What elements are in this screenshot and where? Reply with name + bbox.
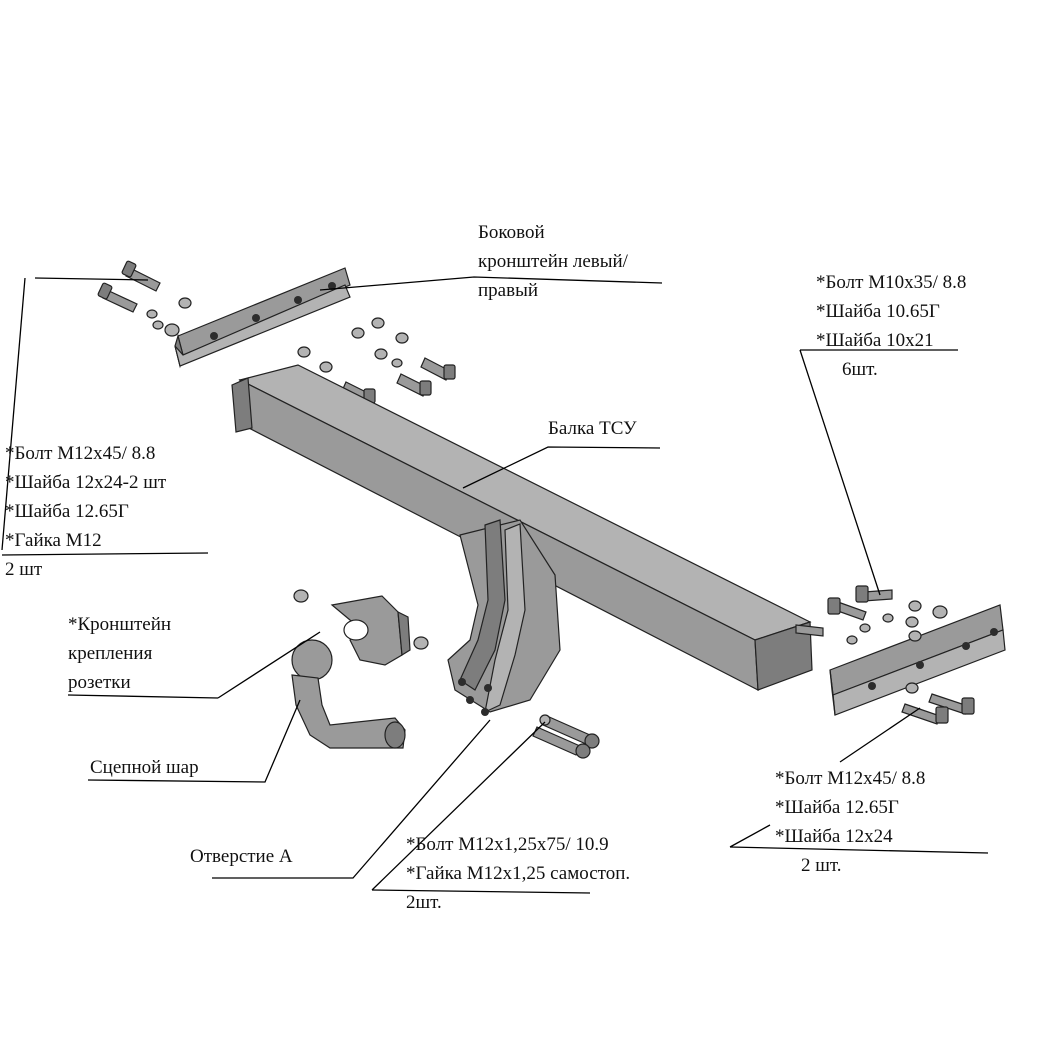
label-line: *Болт М12х45/ 8.8 xyxy=(5,443,156,464)
label-right-top-fasteners: *Болт М10х35/ 8.8 *Шайба 10.65Г *Шайба 1… xyxy=(816,268,966,384)
label-line: *Болт М12х1,25х75/ 10.9 xyxy=(406,834,609,855)
label-line: *Гайка М12 xyxy=(5,530,102,551)
right-fasteners xyxy=(795,585,975,725)
label-line: 2шт. xyxy=(406,892,442,913)
upper-middle-fasteners xyxy=(297,317,456,405)
label-line: крепления xyxy=(68,643,153,664)
label-line: *Шайба 12.65Г xyxy=(5,501,129,522)
label-side-bracket: Боковой кронштейн левый/ правый xyxy=(478,218,628,305)
label-socket-bracket: *Кронштейн крепления розетки xyxy=(68,610,171,697)
label-line: *Шайба 12х24-2 шт xyxy=(5,472,167,493)
leader-lines xyxy=(1,276,989,894)
center-bolts xyxy=(532,714,600,759)
label-line: Отверстие А xyxy=(190,846,293,867)
label-hitch-ball: Сцепной шар xyxy=(90,753,199,782)
hitch-ball xyxy=(291,639,406,749)
label-line: розетки xyxy=(68,672,131,693)
right-side-bracket-plate xyxy=(829,604,1006,716)
label-line: 2 шт xyxy=(5,559,43,580)
ball-mount-brackets xyxy=(447,519,561,716)
label-hole-a: Отверстие А xyxy=(190,842,293,871)
label-line: Боковой xyxy=(478,222,545,243)
label-line: *Шайба 12.65Г xyxy=(775,797,899,818)
label-left-fasteners: *Болт М12х45/ 8.8 *Шайба 12х24-2 шт *Шай… xyxy=(5,439,166,584)
label-line: 2 шт. xyxy=(801,855,842,876)
label-line: *Шайба 12х24 xyxy=(775,826,893,847)
label-beam: Балка ТСУ xyxy=(548,414,637,443)
label-right-bottom-fasteners: *Болт М12х45/ 8.8 *Шайба 12.65Г *Шайба 1… xyxy=(775,764,925,880)
label-line: Балка ТСУ xyxy=(548,418,637,439)
label-line: *Кронштейн xyxy=(68,614,172,635)
label-line: *Болт М12х45/ 8.8 xyxy=(775,768,926,789)
label-line: *Шайба 10х21 xyxy=(816,330,934,351)
label-line: правый xyxy=(478,280,539,301)
label-line: *Шайба 10.65Г xyxy=(816,301,940,322)
label-line: Сцепной шар xyxy=(90,757,199,778)
label-line: *Гайка М12х1,25 самостоп. xyxy=(406,863,631,884)
label-line: 6шт. xyxy=(842,359,878,380)
left-bolts xyxy=(97,260,192,337)
label-center-fasteners: *Болт М12х1,25х75/ 10.9 *Гайка М12х1,25 … xyxy=(406,830,630,917)
socket-bracket xyxy=(293,589,429,666)
left-side-bracket-plate xyxy=(174,267,351,369)
label-line: кронштейн левый/ xyxy=(478,251,628,272)
label-line: *Болт М10х35/ 8.8 xyxy=(816,272,967,293)
